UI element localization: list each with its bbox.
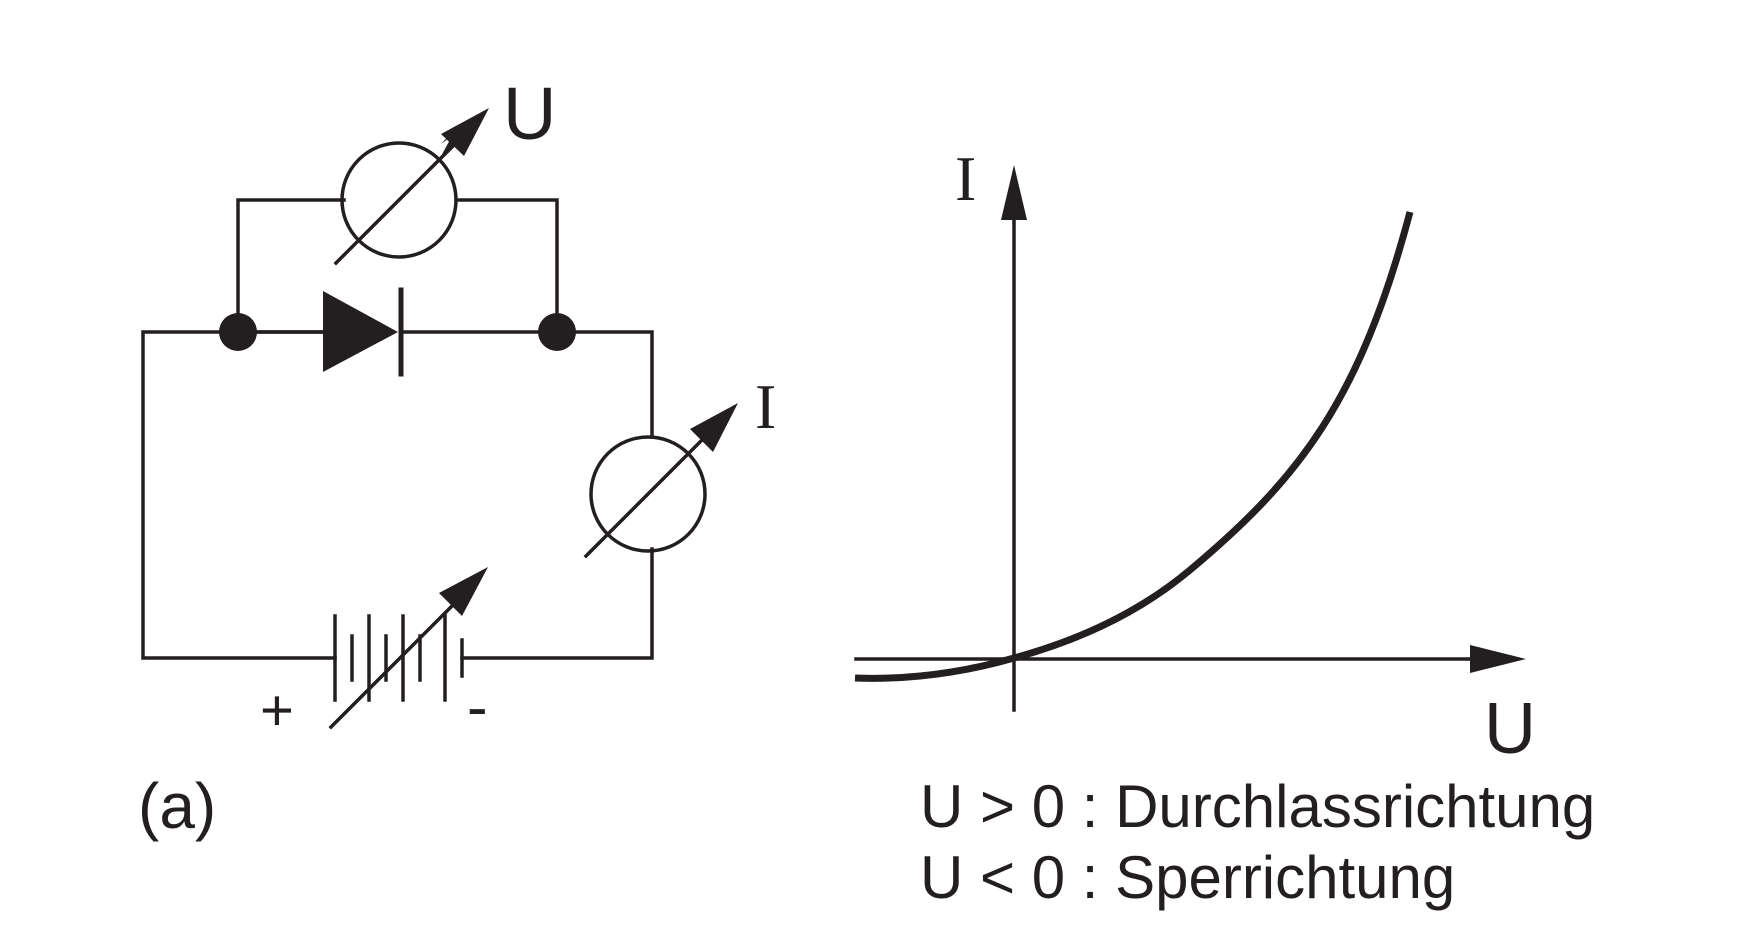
ammeter-arrow-tip	[690, 403, 738, 452]
diode-triangle	[323, 291, 398, 372]
ammeter-symbol	[583, 403, 738, 559]
battery-arrow-shaft	[328, 597, 461, 730]
voltmeter-label: U	[503, 72, 556, 155]
variable-battery-symbol	[328, 567, 488, 730]
diode-symbol	[323, 287, 404, 377]
voltmeter-symbol	[333, 108, 489, 266]
voltmeter-branch-wire	[236, 198, 559, 334]
junction-node-right	[538, 313, 576, 351]
battery-arrow-tip	[439, 567, 488, 616]
characteristic-curve	[854, 211, 1414, 682]
x-axis-arrowhead	[1470, 645, 1526, 673]
panel-label: (a)	[138, 770, 216, 842]
ammeter-arrow-shaft	[583, 432, 710, 559]
voltmeter-arrow-shaft	[333, 138, 461, 266]
y-axis-label: I	[955, 143, 976, 214]
battery-plus-label: +	[260, 678, 294, 743]
junction-node-left	[219, 313, 257, 351]
legend-forward-direction: U > 0 : Durchlassrichtung	[920, 773, 1595, 840]
ammeter-circle	[589, 435, 707, 553]
battery-minus-label: -	[467, 673, 488, 742]
voltmeter-circle	[340, 141, 458, 259]
circuit-wire-top-main	[236, 330, 654, 439]
y-axis-arrowhead	[1001, 165, 1027, 220]
voltmeter-arrow-tip	[441, 108, 489, 156]
circuit-wire-right	[460, 547, 654, 660]
x-axis-label: U	[1484, 689, 1536, 769]
circuit-diagram: U I + - (a)	[138, 72, 776, 842]
ammeter-label: I	[755, 371, 776, 442]
iu-characteristic-graph: I U U > 0 : Durchlassrichtung U < 0 : Sp…	[854, 143, 1595, 911]
circuit-wire-left	[141, 330, 337, 660]
legend-reverse-direction: U < 0 : Sperrichtung	[920, 844, 1455, 911]
